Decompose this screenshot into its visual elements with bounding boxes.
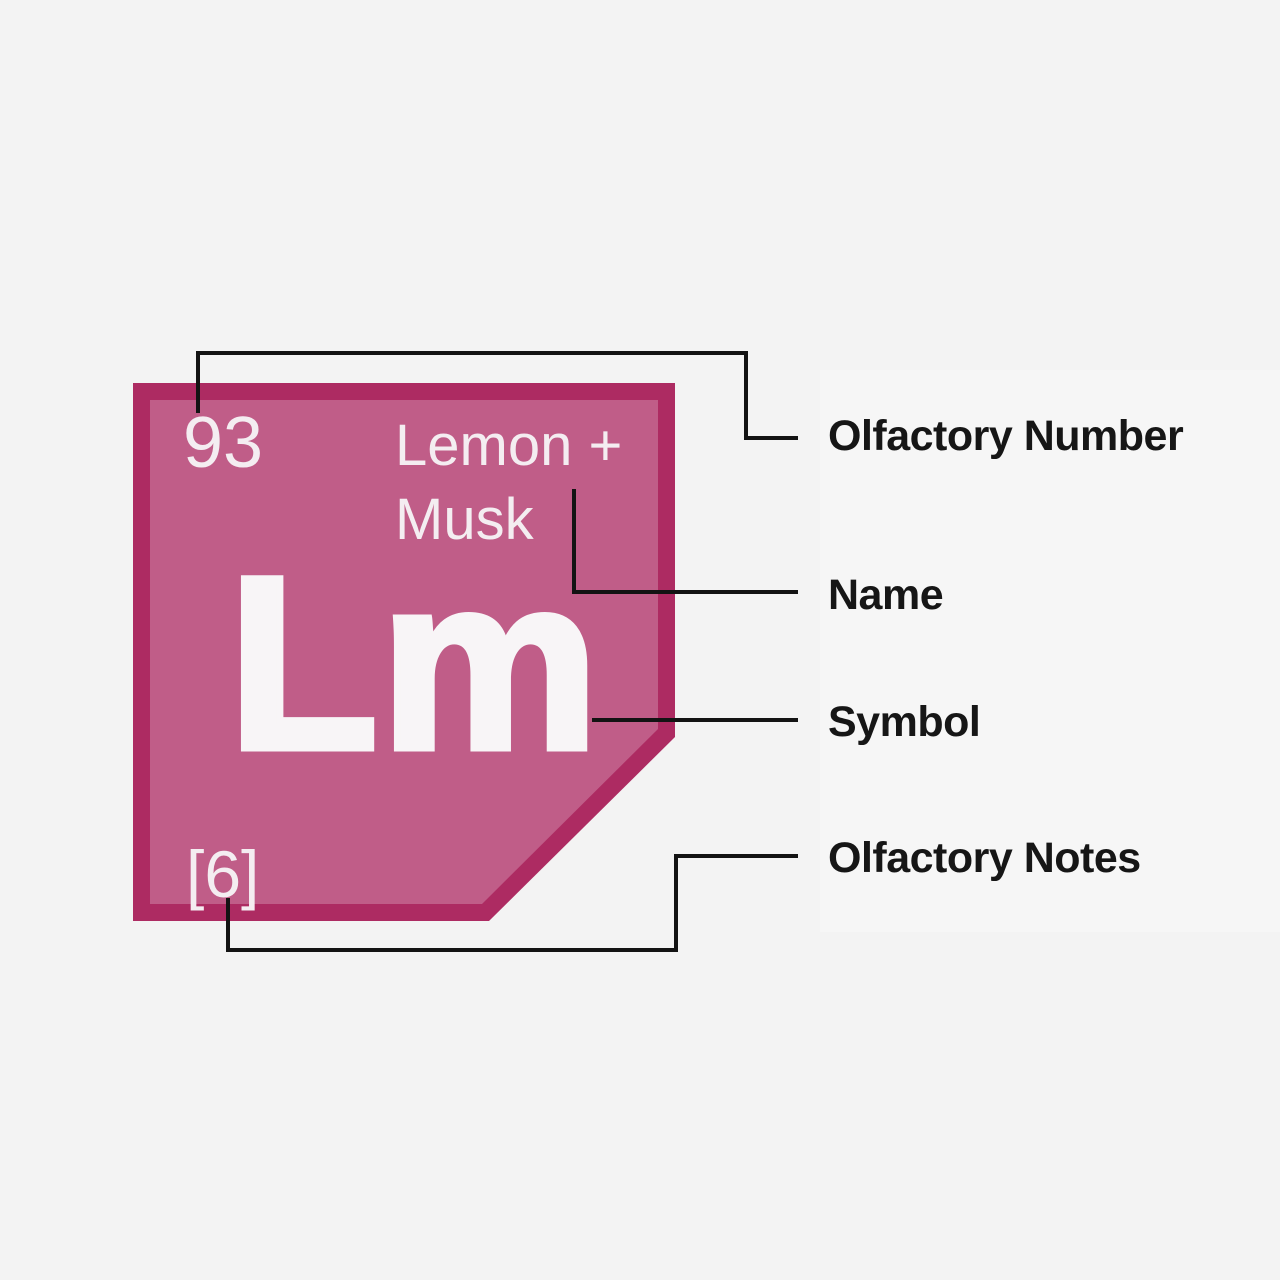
label-olfactory-notes: Olfactory Notes (828, 834, 1141, 882)
connector-notes-segment (674, 854, 798, 858)
connector-number-segment (196, 351, 200, 413)
olfactory-number-value: 93 (183, 403, 264, 483)
label-symbol: Symbol (828, 698, 981, 746)
scent-symbol: Lm (225, 526, 603, 801)
label-name: Name (828, 571, 944, 619)
connector-notes-segment (674, 854, 678, 952)
scent-name: Lemon + Musk (395, 409, 622, 557)
connector-number-segment (744, 351, 748, 440)
olfactory-notes-value: [6] (186, 837, 260, 911)
scent-name-line2: Musk (395, 487, 534, 552)
connector-notes-segment (226, 948, 678, 952)
connector-name-segment (572, 489, 576, 594)
connector-number-segment (744, 436, 798, 440)
connector-name-segment (572, 590, 798, 594)
scent-name-line1: Lemon + (395, 413, 623, 478)
connector-number-segment (196, 351, 748, 355)
label-panel-background (820, 370, 1280, 932)
connector-symbol-segment (592, 718, 798, 722)
connector-notes-segment (226, 898, 230, 952)
label-olfactory-number: Olfactory Number (828, 412, 1184, 460)
